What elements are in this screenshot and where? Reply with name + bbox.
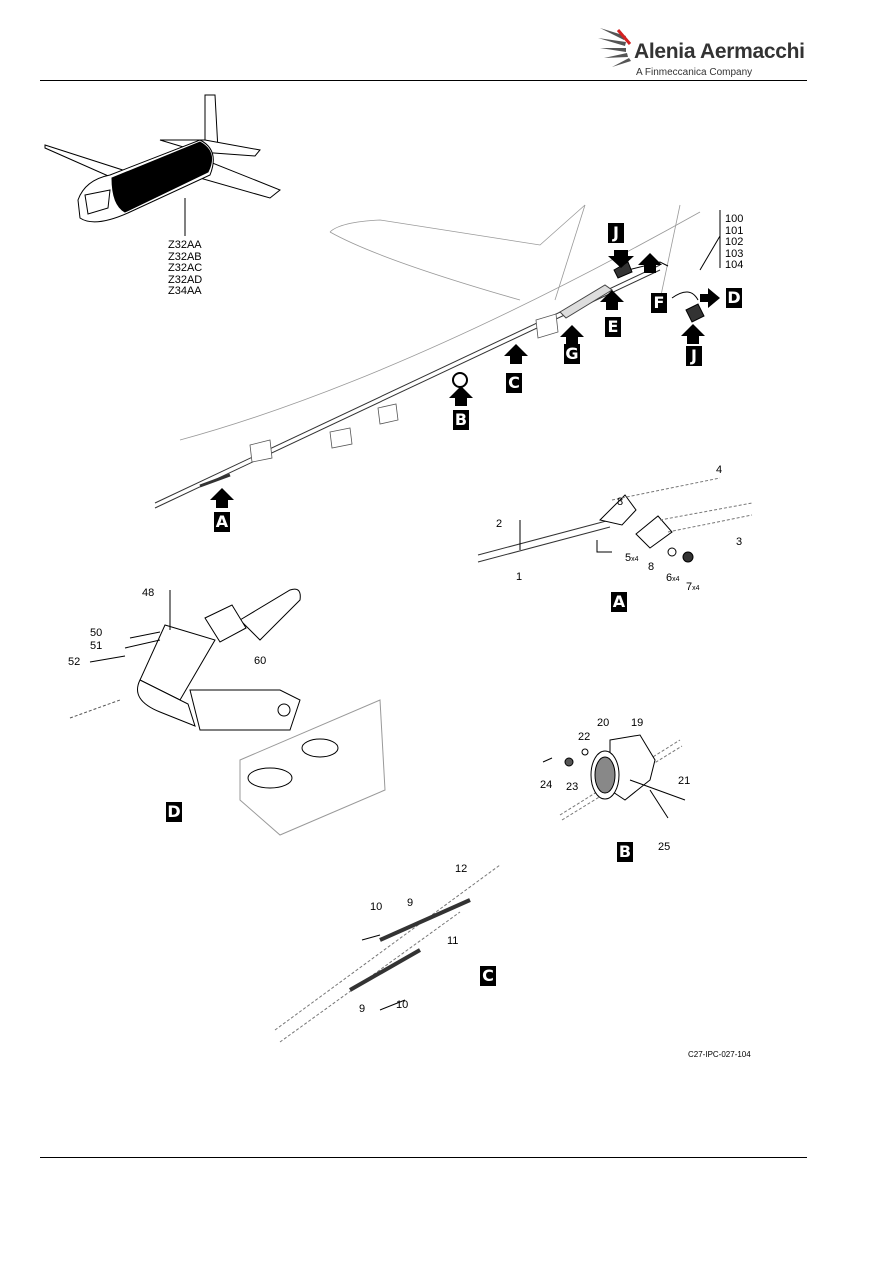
effectivity-code: 103 — [725, 247, 744, 260]
view-tag-A: A — [214, 512, 230, 532]
fitting-J-bottom — [685, 303, 705, 323]
item-label: 8 — [648, 561, 655, 573]
view-tag-D: D — [726, 288, 742, 308]
item-label: 48 — [142, 587, 155, 599]
detail-tag-A: A — [611, 592, 627, 612]
item-label: 25 — [658, 841, 671, 853]
item-label: 22 — [578, 731, 591, 743]
item-label: 10 — [370, 901, 383, 913]
item-label: 9 — [359, 1003, 366, 1015]
item-label: 19 — [631, 717, 644, 729]
view-tag-J: J — [686, 346, 702, 366]
item-label: 1 — [516, 571, 523, 583]
item-label: 2 — [496, 518, 503, 530]
pulley-bracket-A — [249, 313, 559, 463]
view-tag-F: F — [651, 293, 667, 313]
item-label: 51 — [90, 640, 103, 652]
item-label: 21 — [678, 775, 691, 787]
callout-arrows — [210, 250, 720, 508]
zone-label: Z32AC — [168, 262, 203, 274]
view-tag-G: G — [564, 344, 580, 364]
zone-list: Z32AA Z32AB Z32AC Z32AD Z34AA — [168, 239, 203, 298]
zone-label: Z32AB — [168, 250, 202, 263]
item-label: 50 — [90, 627, 103, 639]
detail-tag-D: D — [166, 802, 182, 822]
footer-rule — [40, 1157, 807, 1158]
detail-C-drawing — [274, 864, 501, 1043]
header-rule — [40, 80, 807, 81]
pulley-B — [452, 372, 468, 388]
item-label: 7x4 — [686, 581, 700, 593]
view-tag-B: B — [453, 410, 469, 430]
item-label: 11 — [447, 935, 459, 947]
item-label: 10 — [396, 999, 409, 1011]
detail-D-drawing — [69, 588, 386, 836]
detail-A-drawing — [477, 477, 753, 563]
cable-loop — [671, 291, 699, 301]
company-name: Alenia Aermacchi — [634, 40, 805, 63]
aircraft-locator-drawing — [44, 94, 281, 236]
item-label: 20 — [597, 717, 610, 729]
item-label: 12 — [455, 863, 468, 875]
effectivity-code: 100 — [725, 213, 744, 225]
view-tag-E: E — [605, 317, 621, 337]
item-label: 24 — [540, 779, 553, 791]
figure-code: C27-IPC-027-104 — [688, 1050, 751, 1059]
zone-label: Z32AD — [168, 273, 203, 286]
item-label: 3 — [736, 536, 743, 548]
item-label: 4 — [716, 464, 723, 476]
zone-label: Z32AA — [168, 239, 202, 251]
item-label: 23 — [566, 781, 579, 793]
detail-tag-B: B — [617, 842, 633, 862]
effectivity-code: 101 — [725, 224, 744, 237]
item-label: 6x4 — [666, 572, 680, 584]
detail-tag-C: C — [480, 966, 496, 986]
effectivity-code: 104 — [725, 259, 744, 271]
item-label: 8 — [617, 496, 624, 508]
item-label: 52 — [68, 656, 81, 668]
detail-B-drawing — [542, 734, 686, 821]
view-tag-J: J — [608, 223, 624, 243]
item-label: 5x4 — [625, 552, 639, 564]
effectivity-code: 102 — [725, 236, 744, 248]
item-label: 60 — [254, 655, 267, 667]
company-subtitle: A Finmeccanica Company — [636, 67, 753, 78]
view-tag-C: C — [506, 373, 522, 393]
effectivity-list: 100 101 102 103 104 — [725, 213, 744, 272]
item-label: 9 — [407, 897, 414, 909]
zone-label: Z34AA — [168, 285, 202, 297]
